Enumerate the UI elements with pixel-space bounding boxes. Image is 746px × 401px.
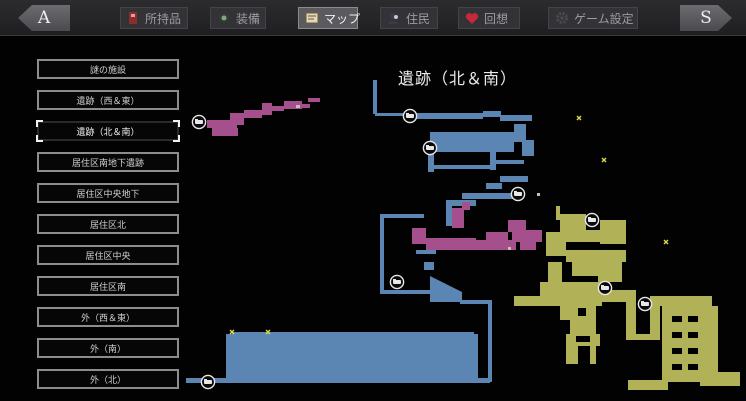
- bed-icon[interactable]: [584, 212, 600, 228]
- bed-icon[interactable]: [200, 374, 216, 390]
- area-label: 謎の施設: [89, 65, 126, 76]
- tab-label: 回想: [484, 11, 509, 26]
- top-menu-bar: A 所持品 装備 マップ 住民 回想 ゲーム設定 S: [0, 0, 746, 36]
- area-button-mysterious-facility[interactable]: 謎の施設: [37, 59, 179, 79]
- tab-residents[interactable]: 住民: [380, 7, 438, 29]
- area-button-residential-south-underground-ruins[interactable]: 居住区南地下遺跡: [37, 152, 179, 172]
- area-button-outside-west-east[interactable]: 外（西＆東）: [37, 307, 179, 327]
- bed-icon[interactable]: [402, 108, 418, 124]
- area-label: 居住区南: [89, 282, 126, 293]
- door-markers: [296, 105, 540, 250]
- map-region-pink-central: [412, 202, 542, 250]
- tab-game-settings[interactable]: ゲーム設定: [548, 7, 638, 29]
- map-icon: [305, 11, 319, 25]
- area-button-residential-central-underground[interactable]: 居住区中央地下: [37, 183, 179, 203]
- selection-corner: [36, 135, 43, 142]
- area-button-residential-central[interactable]: 居住区中央: [37, 245, 179, 265]
- bed-icon[interactable]: [637, 296, 653, 312]
- tab-label: 装備: [236, 11, 261, 26]
- area-label: 居住区南地下遺跡: [71, 158, 144, 169]
- tab-equipment[interactable]: 装備: [210, 7, 266, 29]
- next-menu-key[interactable]: S: [680, 5, 732, 31]
- area-label: 遺跡（北＆南）: [76, 127, 140, 138]
- tab-label: ゲーム設定: [574, 11, 634, 26]
- area-label: 居住区中央: [85, 251, 131, 262]
- door-marker: [296, 105, 300, 108]
- tab-map[interactable]: マップ: [298, 7, 361, 29]
- area-button-residential-north[interactable]: 居住区北: [37, 214, 179, 234]
- area-button-outside-north[interactable]: 外（北）: [37, 369, 179, 389]
- bed-icon[interactable]: [389, 274, 405, 290]
- map-region-olive: [514, 206, 740, 390]
- tab-inventory[interactable]: 所持品: [120, 7, 188, 29]
- tab-label: マップ: [324, 11, 361, 26]
- area-button-ruins-north-south[interactable]: 遺跡（北＆南）: [36, 120, 180, 142]
- area-label: 外（西＆東）: [80, 313, 135, 324]
- area-button-ruins-west-east[interactable]: 遺跡（西＆東）: [37, 90, 179, 110]
- area-map[interactable]: [0, 36, 746, 401]
- heart-icon: [465, 11, 479, 25]
- selection-corner: [173, 135, 180, 142]
- inventory-icon: [127, 11, 140, 25]
- map-region-blue: [186, 80, 534, 383]
- tab-label: 所持品: [144, 11, 181, 26]
- equipment-icon: [217, 11, 231, 25]
- gear-icon: [555, 11, 569, 25]
- area-label: 外（南）: [89, 344, 126, 355]
- area-label: 遺跡（西＆東）: [76, 96, 140, 107]
- area-label: 居住区北: [89, 220, 126, 231]
- bed-icon[interactable]: [510, 186, 526, 202]
- cross-marker-icon: [601, 157, 607, 163]
- cross-marker-icon: [265, 329, 271, 335]
- area-button-residential-south[interactable]: 居住区南: [37, 276, 179, 296]
- tab-label: 住民: [406, 11, 431, 26]
- map-room-walls: [576, 308, 698, 370]
- prev-menu-key[interactable]: A: [18, 5, 70, 31]
- area-label: 居住区中央地下: [76, 189, 140, 200]
- cross-marker-icon: [663, 239, 669, 245]
- map-region-pink-west: [207, 98, 320, 136]
- area-button-outside-south[interactable]: 外（南）: [37, 338, 179, 358]
- tab-recollection[interactable]: 回想: [458, 7, 520, 29]
- cross-marker-icon: [229, 329, 235, 335]
- door-marker: [508, 247, 511, 250]
- area-label: 外（北）: [89, 375, 126, 386]
- cross-marker-icon: [576, 115, 582, 121]
- map-title: 遺跡（北＆南）: [398, 69, 518, 88]
- item-markers: [229, 115, 669, 335]
- door-marker: [537, 193, 540, 196]
- bed-icon[interactable]: [597, 280, 613, 296]
- bed-icon[interactable]: [191, 114, 207, 130]
- selection-corner: [36, 120, 43, 127]
- bed-icon[interactable]: [422, 140, 438, 156]
- selection-corner: [173, 120, 180, 127]
- residents-icon: [387, 11, 401, 25]
